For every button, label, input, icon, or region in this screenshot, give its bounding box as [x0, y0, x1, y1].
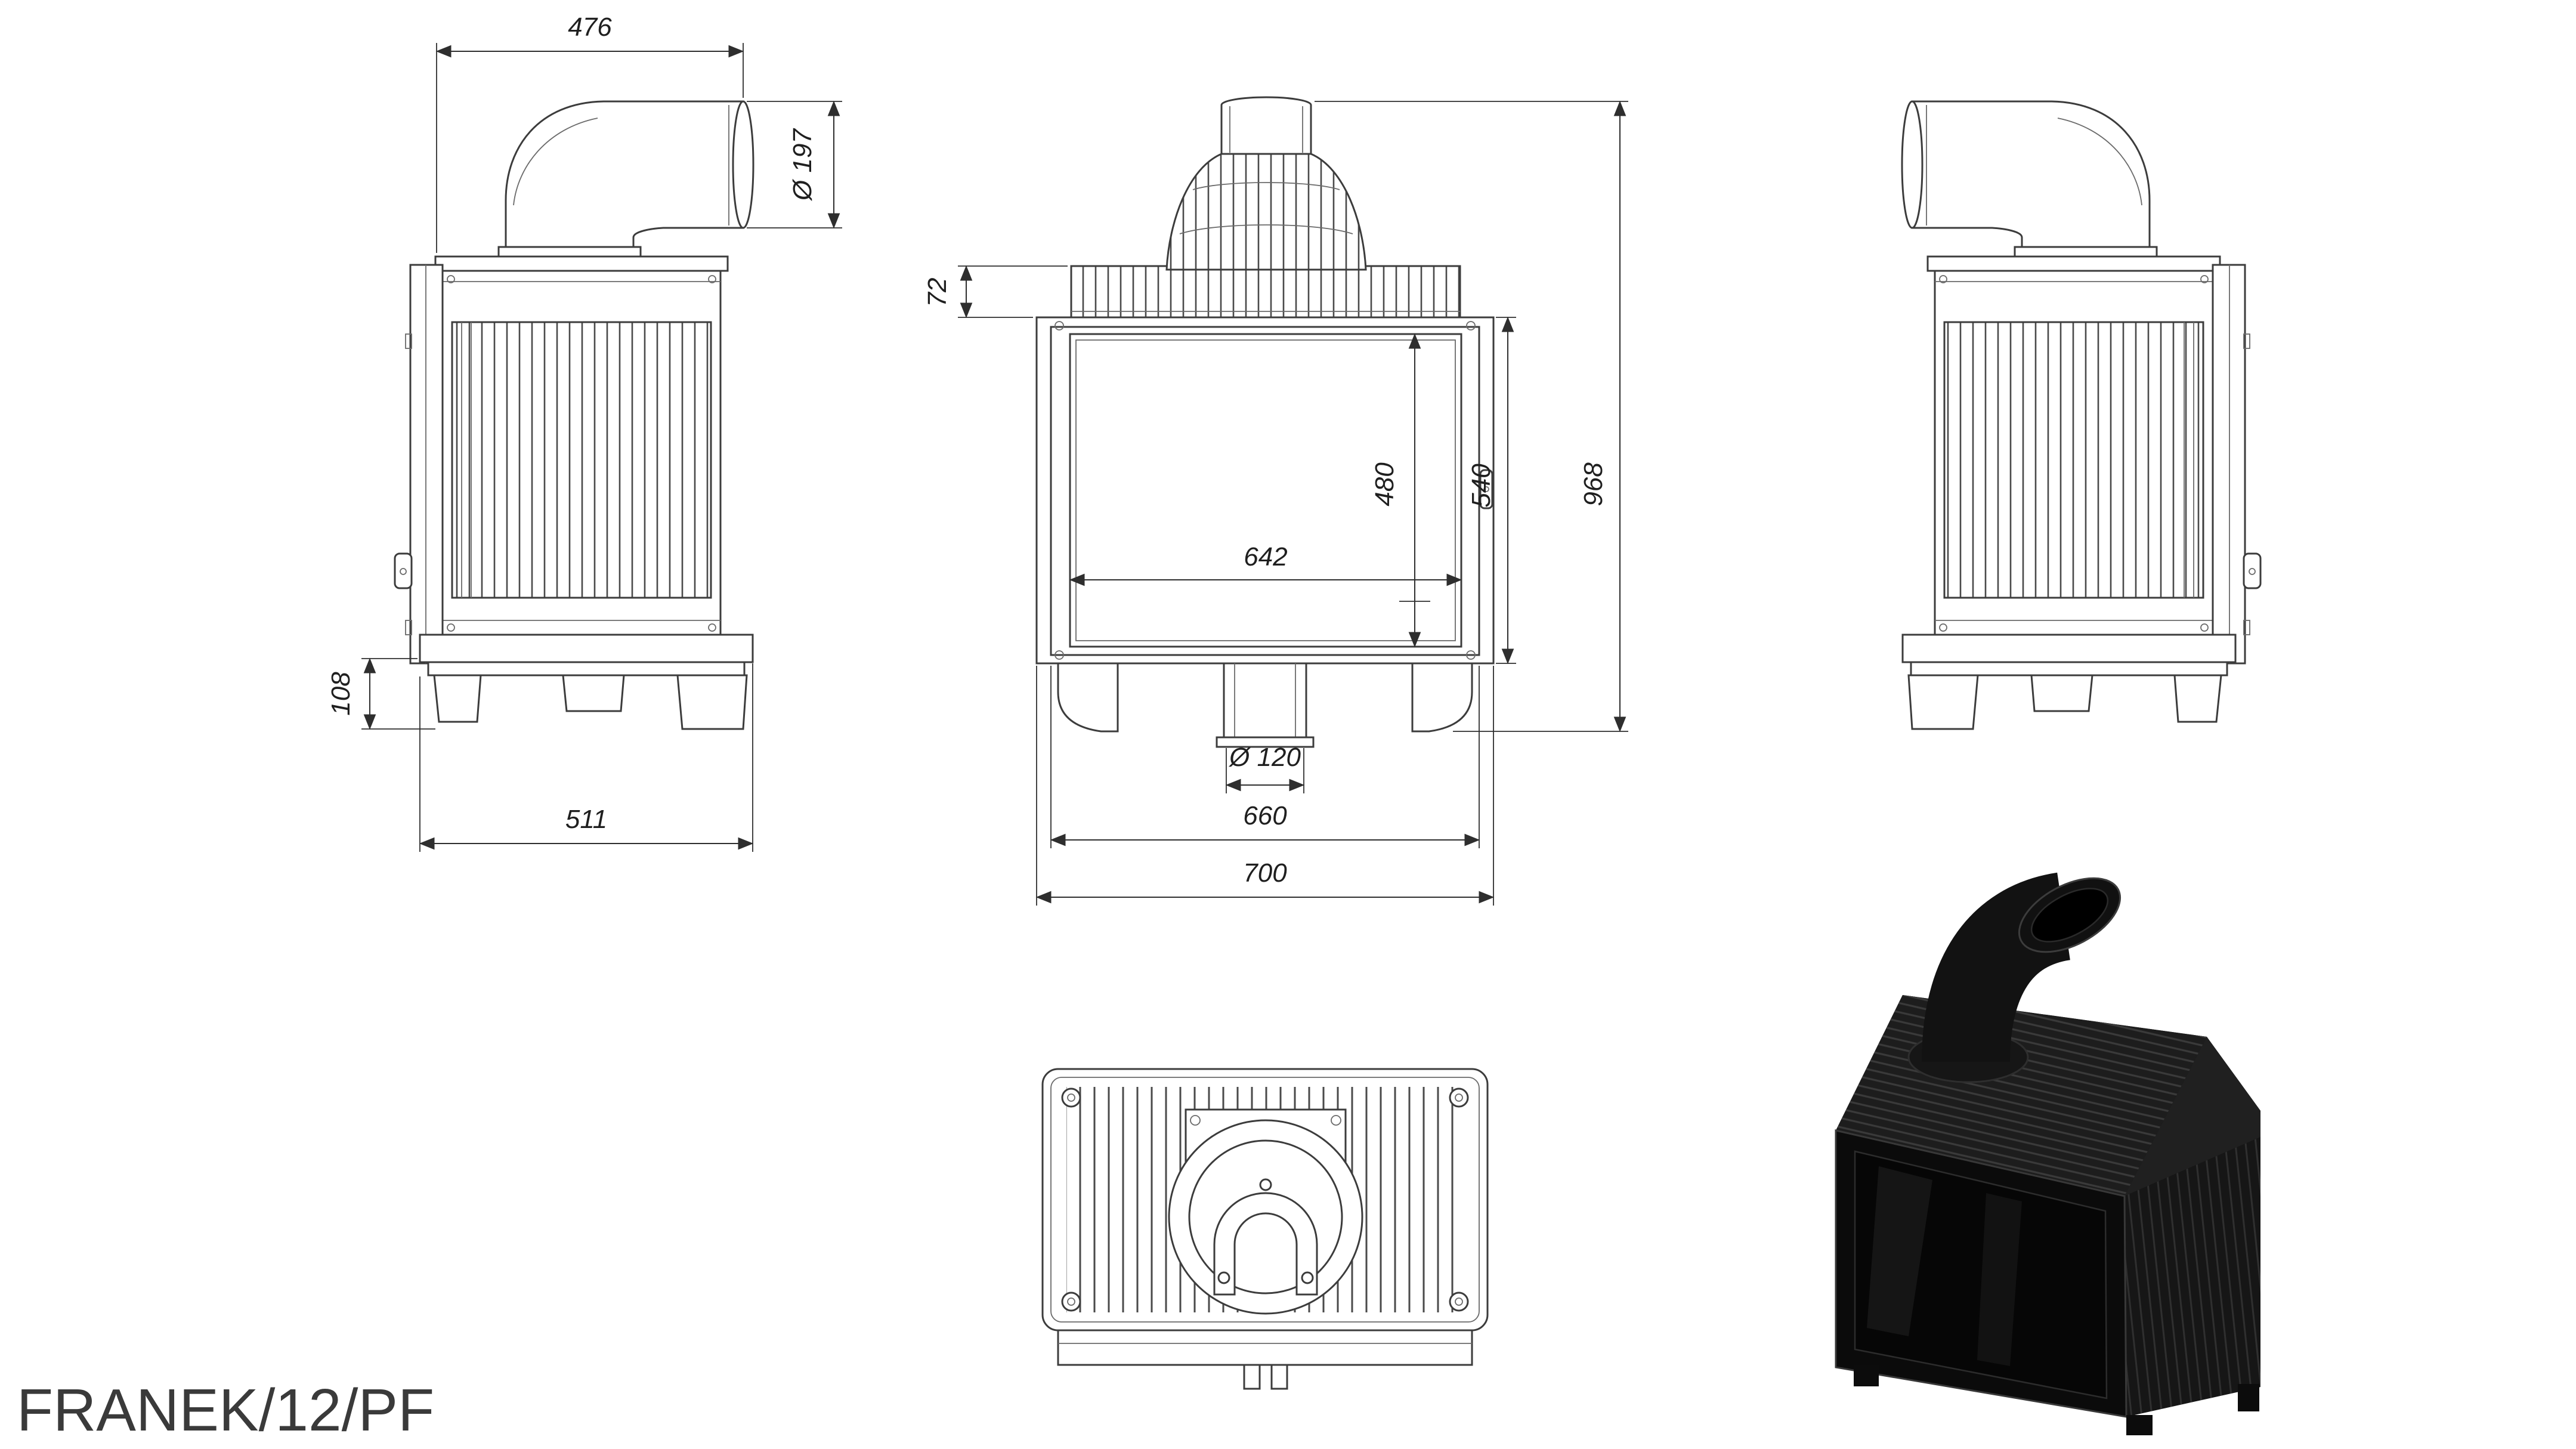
front-foot — [433, 674, 482, 723]
dim-label-968: 968 — [1579, 462, 1608, 506]
middle-foot — [562, 674, 625, 712]
flue-opening-inner — [1188, 1139, 1343, 1294]
side-view-geometry — [394, 100, 754, 730]
dim-label-660: 660 — [1243, 801, 1287, 830]
right-side-view — [1901, 100, 2262, 730]
dim-label-540: 540 — [1467, 464, 1496, 508]
front-view-dimensions: 72 968 540 480 642 Ø 120 660 700 — [923, 100, 1628, 906]
glass-pane — [1069, 333, 1462, 648]
flue-stub — [1220, 96, 1312, 155]
dim-label-511: 511 — [565, 805, 607, 834]
side-fins-grille — [451, 321, 712, 599]
top-lid — [434, 255, 729, 272]
pipe-end-cap — [732, 100, 754, 229]
flue-elbow — [505, 100, 744, 258]
product-code-title: FRANEK/12/PF — [17, 1377, 434, 1444]
side-view-dimensions: 476 Ø 197 108 511 — [326, 13, 842, 852]
dim-label-197: Ø 197 — [788, 128, 817, 202]
stove-body-front — [1035, 316, 1495, 665]
dim-label-72: 72 — [923, 278, 952, 307]
dim-label-700: 700 — [1243, 858, 1287, 888]
flue-opening-outer — [1168, 1119, 1363, 1315]
front-view — [1035, 96, 1495, 748]
top-view — [1041, 1068, 1489, 1390]
base-side — [419, 634, 754, 663]
rear-foot — [676, 674, 748, 730]
door-handle-front — [1479, 469, 1493, 509]
front-left-leg — [1057, 662, 1119, 733]
dim-label-476: 476 — [568, 13, 612, 42]
product-3d-render — [1835, 872, 2260, 1435]
front-right-leg — [1411, 662, 1473, 733]
air-outlet-tray — [1223, 662, 1307, 739]
rear-tray — [1057, 1329, 1473, 1366]
door-edge-side — [409, 264, 444, 665]
dim-label-642: 642 — [1244, 542, 1287, 571]
door-handle-side — [394, 552, 413, 589]
top-fins-band — [1070, 265, 1461, 319]
dim-label-108: 108 — [326, 672, 355, 716]
dim-label-480: 480 — [1370, 462, 1399, 506]
door-frame — [1050, 326, 1480, 656]
dim-label-120: Ø 120 — [1228, 743, 1301, 772]
damper-horseshoe — [1213, 1192, 1318, 1296]
